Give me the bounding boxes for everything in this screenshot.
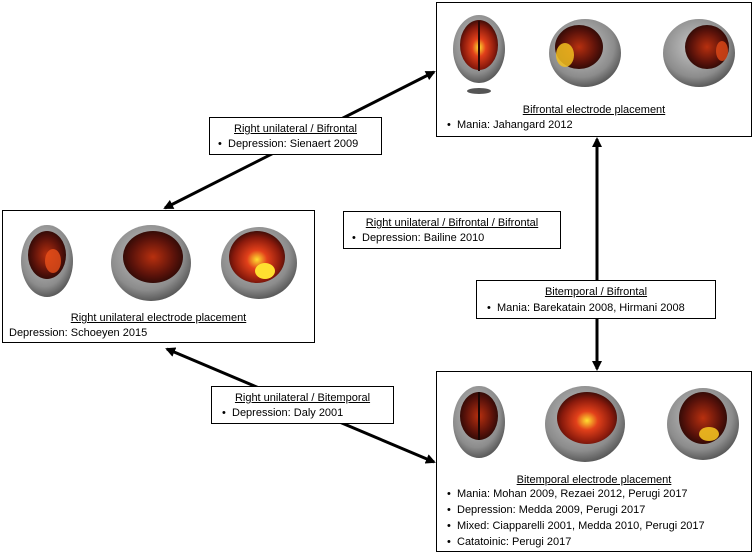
bitemporal-item: Catatoinic: Perugi 2017 [447, 535, 571, 550]
link-rul-bifrontal-box: Right unilateral / Bifrontal Depression:… [209, 117, 382, 155]
right-unilateral-title: Right unilateral electrode placement [70, 312, 247, 324]
bitemporal-title: Bitemporal electrode placement [516, 474, 672, 486]
brain-oblique-view-icon [545, 386, 625, 462]
bitemporal-panel: Bitemporal electrode placement Mania: Mo… [436, 371, 752, 552]
bifrontal-title: Bifrontal electrode placement [522, 104, 666, 116]
bifrontal-item: Mania: Jahangard 2012 [447, 118, 573, 133]
link-rul-bitemporal-item: Depression: Daly 2001 [222, 406, 343, 421]
right-unilateral-item: Depression: Schoeyen 2015 [9, 327, 148, 339]
brain-front-view-icon [453, 386, 505, 458]
link-rul-bifrontal-bifrontal-item: Depression: Bailine 2010 [352, 231, 484, 246]
brain-side-view-icon [663, 19, 735, 87]
link-rul-bitemporal-box: Right unilateral / Bitemporal Depression… [211, 386, 394, 424]
link-rul-bifrontal-bifrontal-box: Right unilateral / Bifrontal / Bifrontal… [343, 211, 561, 249]
bifrontal-brain-images [453, 15, 735, 94]
bifrontal-panel: Bifrontal electrode placement Mania: Jah… [436, 2, 752, 137]
bitemporal-item: Mania: Mohan 2009, Rezaei 2012, Perugi 2… [447, 487, 688, 502]
brain-oblique-view-icon [549, 19, 621, 87]
bitemporal-item: Mixed: Ciapparelli 2001, Medda 2010, Per… [447, 519, 705, 534]
brain-side-view-icon [667, 388, 739, 460]
link-rul-bitemporal-title: Right unilateral / Bitemporal [234, 392, 371, 404]
right-unilateral-panel: Right unilateral electrode placement Dep… [2, 210, 315, 343]
link-rul-bifrontal-item: Depression: Sienaert 2009 [218, 137, 358, 152]
link-bitemporal-bifrontal-title: Bitemporal / Bifrontal [544, 286, 648, 298]
link-rul-bifrontal-title: Right unilateral / Bifrontal [234, 123, 357, 135]
link-bitemporal-bifrontal-item: Mania: Barekatain 2008, Hirmani 2008 [487, 301, 685, 316]
link-rul-bifrontal-bifrontal-title: Right unilateral / Bifrontal / Bifrontal [365, 217, 539, 229]
right-unilateral-brain-images [21, 225, 297, 301]
brain-front-view-icon [453, 15, 505, 94]
bitemporal-item: Depression: Medda 2009, Perugi 2017 [447, 503, 645, 518]
bitemporal-brain-images [453, 386, 739, 462]
brain-front-view-icon [21, 225, 73, 297]
link-bitemporal-bifrontal-box: Bitemporal / Bifrontal Mania: Barekatain… [476, 280, 716, 319]
brain-oblique-view-icon [111, 225, 191, 301]
brain-side-view-icon [221, 227, 297, 299]
